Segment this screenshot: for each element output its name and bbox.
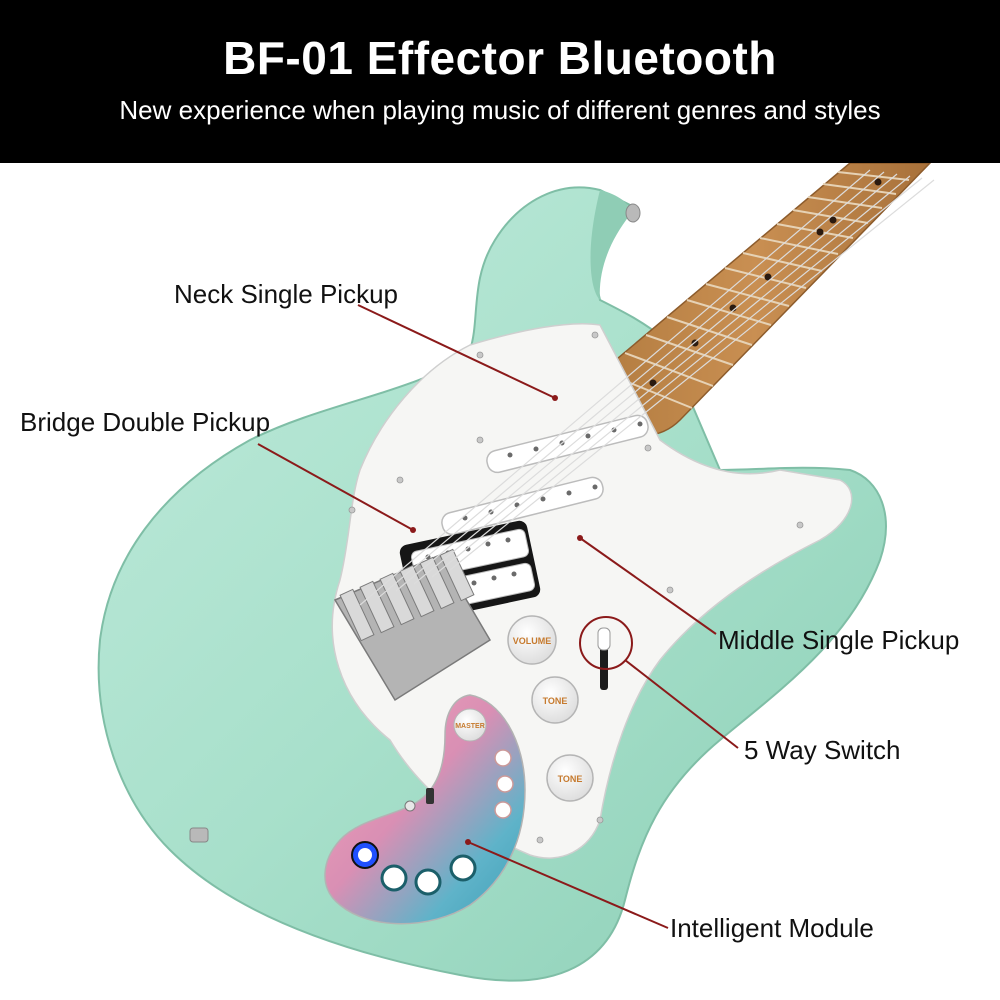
volume-knob: VOLUME (507, 615, 557, 665)
switch-highlight-ring (579, 616, 633, 670)
tremolo-bridge (333, 548, 492, 702)
strap-button-top (625, 203, 641, 223)
master-knob (453, 708, 487, 742)
body-horn-shadow (590, 190, 631, 300)
module-knob-4 (449, 854, 477, 882)
callout-neck-single-pickup: Neck Single Pickup (174, 279, 398, 309)
leader-lines (257, 304, 739, 929)
leader-dots (410, 395, 583, 845)
svg-text:MASTER: MASTER (455, 723, 485, 730)
svg-text:TONE: TONE (558, 774, 583, 784)
callout-intelligent-module: Intelligent Module (670, 913, 874, 943)
callout-five-way-switch: 5 Way Switch (744, 735, 901, 765)
svg-text:TONE: TONE (543, 696, 568, 706)
output-jack (189, 827, 209, 843)
usb-port (426, 788, 434, 804)
callout-bridge-double-pickup: Bridge Double Pickup (20, 407, 271, 437)
page-title: BF-01 Effector Bluetooth (223, 32, 777, 84)
tone-knob-2: TONE (546, 754, 594, 802)
module-button-3 (494, 801, 512, 819)
tone-knob-1: TONE (531, 676, 579, 724)
bluetooth-icon (404, 800, 416, 812)
title-banner: BF-01 Effector Bluetooth New experience … (0, 0, 1000, 163)
module-button-1 (494, 749, 512, 767)
callout-middle-single-pickup: Middle Single Pickup (718, 625, 960, 655)
five-way-switch (597, 627, 611, 690)
neck-single-pickup (486, 414, 649, 474)
strings (359, 169, 935, 606)
module-button-2 (496, 775, 514, 793)
middle-single-pickup (441, 476, 604, 536)
module-knob-2 (380, 864, 408, 892)
svg-text:VOLUME: VOLUME (513, 636, 552, 646)
module-knob-3 (414, 868, 442, 896)
page-subtitle: New experience when playing music of dif… (119, 95, 881, 125)
intelligent-module: MASTER (324, 694, 526, 925)
